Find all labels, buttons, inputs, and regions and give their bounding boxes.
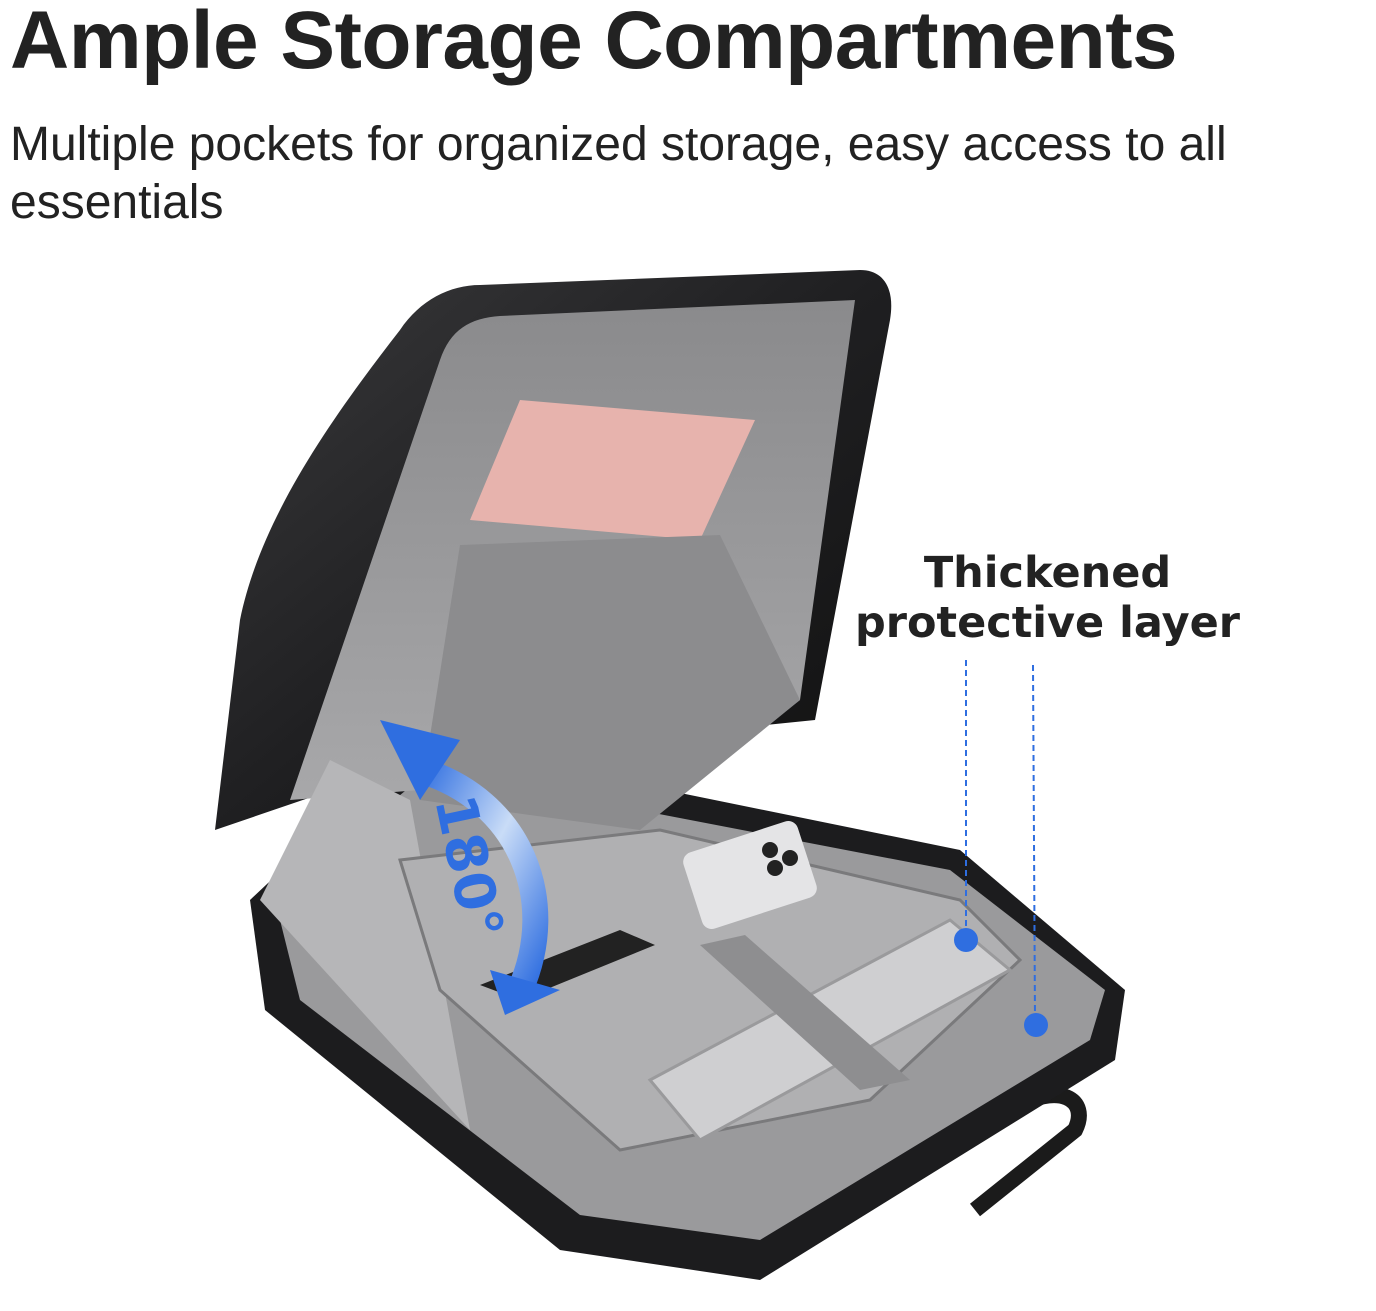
page-title: Ample Storage Compartments bbox=[10, 0, 1178, 86]
pink-notebook bbox=[470, 400, 755, 540]
page-subtitle: Multiple pockets for organized storage, … bbox=[10, 118, 1227, 229]
elastic-strap bbox=[700, 935, 910, 1090]
pocket-panel bbox=[420, 535, 800, 830]
callout-dot-1 bbox=[954, 928, 978, 952]
front-flap bbox=[260, 760, 470, 1130]
callout-dot-2 bbox=[1024, 1013, 1048, 1037]
rotation-arrow-icon bbox=[380, 720, 560, 1015]
callout-label: Thickened protective layer bbox=[854, 548, 1241, 648]
phone bbox=[683, 821, 817, 929]
callout-line-2 bbox=[1032, 664, 1036, 1021]
